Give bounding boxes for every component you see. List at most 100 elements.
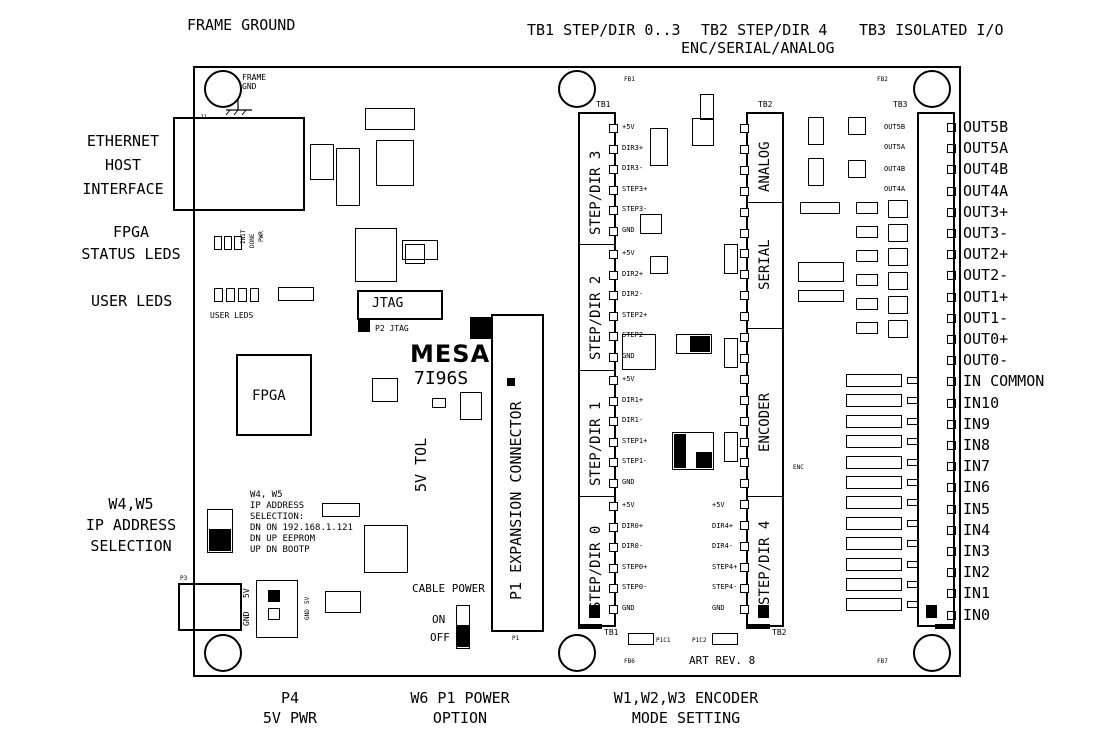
tb3-pin-socket [947,568,956,577]
tb2-bottom-bar [746,624,770,629]
w4w5-line3: SELECTION [90,537,172,555]
user-led [238,288,247,302]
tb2-pin-socket [740,437,749,447]
tb3-pin-label: IN9 [963,415,991,433]
analog-label: ANALOG [757,141,773,192]
w45-silk-line: DN ON 192.168.1.121 [250,523,353,533]
w4-w5-dip-lever[interactable] [209,529,231,551]
tb1-signal-label: DIR3- [622,164,644,172]
tb2-pin-socket [740,458,749,468]
tb3-pin-label: IN3 [963,542,991,560]
user-led [226,288,235,302]
p4-power-connector [178,583,242,631]
tb1-signal-label: STEP0- [622,583,648,591]
tb1-pin-socket [609,206,618,215]
input-resistor-pack [846,557,902,571]
c59-capacitor [322,503,360,517]
tb3-pin-label: IN5 [963,500,991,518]
tb2-pin-socket [740,374,749,384]
w1-jumper-shunt [690,336,710,352]
ethernet-label-line3: INTERFACE [82,180,164,198]
fpga-status-line2: STATUS LEDS [81,245,181,263]
tb1-signal-label: +5V [622,249,635,257]
tb3-pin-socket [947,144,956,153]
fpga-label: FPGA [252,388,286,404]
q1-transistor [848,117,866,135]
jtag-pin1 [358,320,370,332]
tb1-pin-socket [609,226,618,236]
tb2-divider [746,202,784,203]
tb3-pin-socket [947,208,956,217]
tb1-pin-socket [609,502,618,511]
tb3-pin-label: OUT0+ [963,330,1009,348]
model-label: 7I96S [414,368,469,389]
w4-w5-dip-switch [207,509,233,553]
optocoupler [888,224,908,242]
tb1-signal-label: DIR0- [622,542,644,550]
tb3-pin-label: IN10 [963,394,1000,412]
w4w5-line2: IP ADDRESS [85,516,177,534]
optocoupler [888,272,908,290]
optocoupler [888,296,908,314]
pcb-outline [193,66,961,677]
tb3-pin-label: OUT5B [963,118,1009,136]
user-leds-label: USER LEDS [91,292,173,310]
tb3-pin-label: IN COMMON [963,372,1045,390]
tb2-signal-label: DIR4- [712,542,734,550]
r-array-iso [808,158,824,186]
w6-line1: W6 P1 POWER [410,689,510,707]
ethernet-label: ETHERNET HOST INTERFACE [60,131,186,199]
fuse-block [622,334,656,370]
tb2-pin-socket [740,500,749,510]
u12-chip [650,256,668,274]
fpga-chip [236,354,312,436]
q2-transistor [640,214,662,234]
user-led [250,288,259,302]
frame-gnd-silk-line2: GND [242,82,257,91]
tb3-pin-socket [947,420,956,429]
w6-line2: OPTION [432,709,488,727]
w4w5-label: W4,W5 IP ADDRESS SELECTION [66,494,196,556]
tb3-pin-label: IN4 [963,521,991,539]
phy-chip [376,140,414,186]
fb2-ref: FB2 [877,76,888,83]
tb3-pin-socket [947,123,956,132]
tb1-signal-label: DIR2- [622,290,644,298]
tb1-signal-label: DIR1+ [622,395,644,404]
tb2-signal-label: STEP4- [712,583,738,591]
art-rev-label: ART REV. 8 [689,654,756,667]
w45-silk-line: UP DN BOOTP [250,545,310,555]
done-led-label: DONE [249,233,256,248]
tolerance-label: 5V TOL [412,437,430,492]
jtag-label: JTAG [372,296,404,311]
input-resistor-pack [846,414,902,428]
w45-silk-line: IP ADDRESS [250,501,305,511]
w1-jumper[interactable] [676,334,712,354]
tb2-pin-socket [740,207,749,217]
tb3-pin-label: OUT5A [963,139,1009,157]
optocoupler [888,200,908,218]
w2-jumper[interactable] [672,432,714,470]
tb3-bottom-bar [935,624,955,629]
encoder-mode-label: W1,W2,W3 ENCODER MODE SETTING [594,688,778,728]
tb2-pin-socket [740,395,749,405]
fb7-ref: FB7 [877,658,888,665]
mounting-hole [558,634,596,672]
w6-on-label: ON [432,613,446,626]
tb2-divider [746,328,784,329]
tb3-pin-label: OUT2- [963,266,1009,284]
w6-jumper[interactable] [456,605,470,649]
tb1-header-label: TB1 STEP/DIR 0..3 [527,21,681,39]
jtag-header [357,290,443,320]
tb2-divider [746,496,784,497]
tb2-signal-label: STEP4+ [712,562,738,571]
cp1-capacitor [700,94,714,120]
w6-off-label: OFF [430,631,450,644]
u2-chip [692,118,714,146]
status-led [234,236,242,250]
u3-chip [650,128,668,166]
tb3-pin-label: OUT4A [963,182,1009,200]
tb1-pin-socket [609,332,618,341]
p4-socket [256,580,298,638]
tb2-header-label: TB2 STEP/DIR 4 [701,21,828,39]
